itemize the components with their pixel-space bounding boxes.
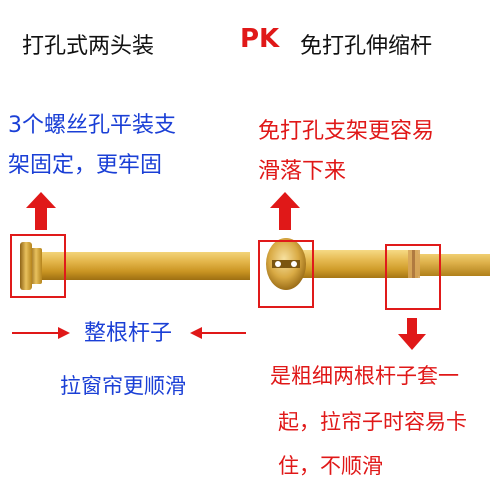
tension-cap-highlight bbox=[258, 240, 314, 308]
rod-joint-highlight bbox=[385, 244, 441, 310]
right-desc-line2: 滑落下来 bbox=[258, 159, 347, 184]
telescopic-rod-image bbox=[266, 238, 490, 290]
right-bottom-line3: 住，不顺滑 bbox=[278, 454, 383, 478]
right-desc-line1: 免打孔支架更容易 bbox=[258, 119, 435, 144]
arrow-up-icon bbox=[270, 192, 300, 230]
right-title: 免打孔伸缩杆 bbox=[300, 34, 433, 59]
arrow-up-icon bbox=[26, 192, 56, 230]
left-title: 打孔式两头装 bbox=[22, 34, 155, 59]
arrow-down-icon bbox=[398, 318, 426, 350]
left-bottom-line2: 拉窗帘更顺滑 bbox=[60, 374, 186, 398]
arrow-left-icon bbox=[190, 327, 246, 339]
right-bottom-line1: 是粗细两根杆子套一 bbox=[270, 364, 459, 388]
left-desc-line2: 架固定，更牢固 bbox=[8, 153, 163, 178]
wall-bracket-highlight bbox=[10, 234, 66, 298]
vs-label: PK bbox=[240, 24, 280, 54]
drilled-rod-image bbox=[20, 242, 250, 290]
right-bottom-line2: 起，拉帘子时容易卡 bbox=[278, 410, 467, 434]
arrow-right-icon bbox=[12, 327, 70, 339]
left-bottom-line1: 整根杆子 bbox=[84, 321, 173, 346]
left-desc-line1: 3个螺丝孔平装支 bbox=[8, 113, 176, 138]
